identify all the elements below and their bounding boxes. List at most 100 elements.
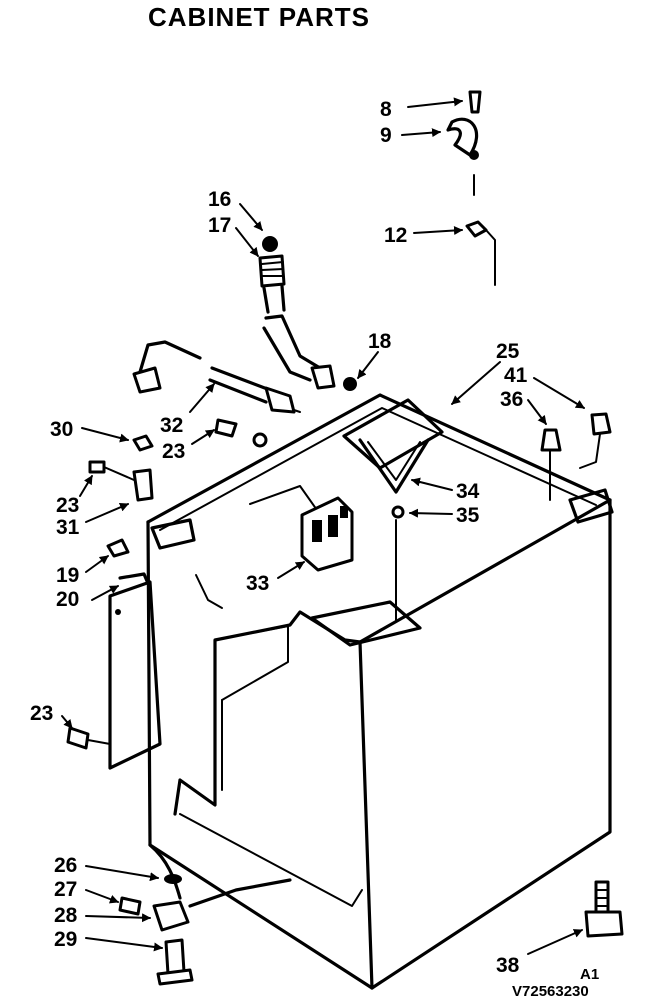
top-right-fasteners [540,412,612,501]
arrow-25 [451,361,501,405]
hose-clamp-9 [446,117,479,157]
clip-30 [132,434,154,452]
arrow-41 [533,377,585,409]
arrow-9 [401,128,441,138]
arrow-18 [357,351,379,379]
spring-coils [261,261,284,277]
control-box-terminal-b [328,515,338,537]
cabinet-top-rim [146,393,612,644]
corner-bracket-left [150,518,196,550]
arrow-35 [409,508,453,518]
cabinet-bottom-inner [179,813,363,907]
callout-label: 20 [56,588,79,611]
control-box-tab [340,506,348,518]
spring-bracket [358,438,430,494]
clip-line [579,433,601,469]
screw-23-c [66,726,90,750]
arrow-8 [407,97,463,108]
callout-label: 23 [30,702,53,725]
cabinet-top-rim-inner [159,407,597,531]
callout-label: 28 [54,904,78,927]
corner-bracket-back [342,398,444,470]
control-box-terminal-a [312,520,322,542]
screw-19 [106,538,130,558]
corner-bracket-right [568,488,614,524]
arrow-32 [189,383,215,413]
left-wall-clip [195,574,223,609]
pin-27 [118,896,142,916]
callout-label: 9 [380,124,392,147]
stud-36 [540,428,562,452]
callout-label: 33 [246,572,269,595]
callout-label: 23 [162,440,185,463]
tube-tip [293,409,301,413]
screw-line-c [87,739,111,745]
callout-label: 27 [54,878,77,901]
arrow-16 [239,203,263,231]
callout-label: 12 [384,224,407,247]
callout-label: 36 [500,388,523,411]
washer-a [252,432,268,448]
arrow-30 [81,427,129,443]
fill-hose-parts [258,236,357,391]
callout-label: 29 [54,928,77,951]
leg-bracket-28 [152,900,190,932]
diagram-number: V72563230 [512,983,589,996]
cabinet-front-edge [358,640,374,990]
callout-label: 38 [496,954,520,977]
callout-arrows [61,97,585,955]
arrow-23-b [79,475,93,497]
tube-end-fitting [264,386,296,414]
spring-bracket-assembly [358,438,430,519]
callout-label: 17 [208,214,231,237]
callout-label: 35 [456,504,480,527]
diagram-code: A1 [580,966,599,983]
tube-bend [138,340,202,374]
arrow-38 [527,929,583,955]
washer-26 [164,874,182,884]
leg-38-threads [595,889,609,907]
arrow-23-a [191,429,215,445]
leveling-foot [156,968,194,986]
screw-23-a [214,418,238,438]
callout-label: 16 [208,188,231,211]
callout-label: 41 [504,364,528,387]
arrow-23-c [61,715,73,729]
arrow-31 [85,503,129,523]
hose-washer-16 [262,236,278,252]
hose-stub [262,284,286,314]
corner-bracket-front [310,600,422,647]
leveling-leg-parts [118,874,624,986]
hose-line-lower [485,229,496,286]
arrow-26 [85,865,159,882]
screw-23-b [88,460,106,474]
spring-washer [391,505,405,519]
callout-label: 23 [56,494,79,517]
control-box-part [300,496,354,572]
clamp-rivet [469,150,479,160]
panel-hole [115,609,121,615]
arrow-19 [85,555,109,573]
arrow-27 [85,889,119,904]
control-box [300,496,354,572]
callout-labels: 8 9 12 16 17 18 25 41 36 30 32 23 23 31 … [30,98,528,977]
callout-label: 19 [56,564,79,587]
side-panel-parts [66,538,162,770]
leveling-leg-29 [164,938,186,976]
screw-8 [468,90,482,114]
cabinet-body [146,393,614,990]
cabinet-left-foot [148,843,182,900]
leg-38-foot [584,910,624,938]
arrow-12 [413,226,463,235]
callout-label: 8 [380,98,392,121]
screw-line-b [103,466,135,481]
cabinet-right-panel [370,498,612,990]
left-fittings [88,340,301,502]
arrow-36 [527,399,547,425]
rear-bottom-rail [188,878,292,908]
callout-label: 34 [456,480,480,503]
arrow-20 [91,585,119,601]
opening-inner-edge [214,625,289,701]
callout-label: 25 [496,340,520,363]
